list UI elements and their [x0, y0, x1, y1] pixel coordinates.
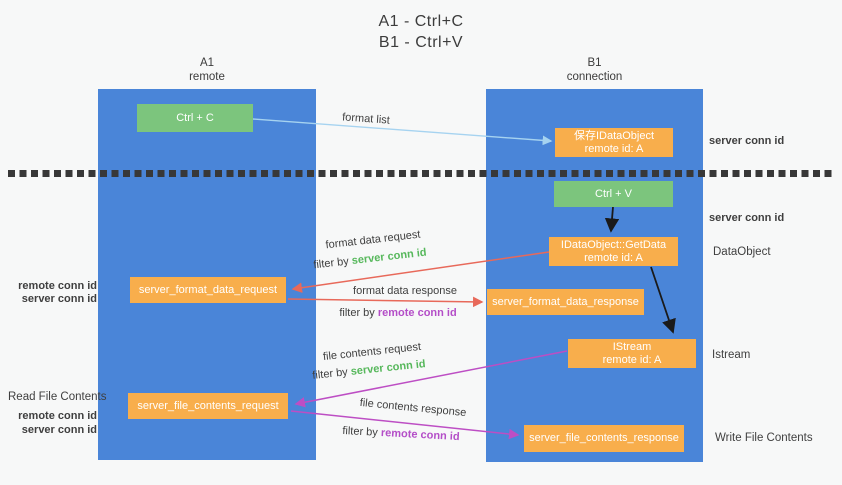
left-read-file-contents: Read File Contents: [8, 391, 107, 403]
left-remote-conn-id-1: remote conn id: [18, 280, 97, 292]
lane-a1-type: remote: [189, 71, 225, 83]
node-istream: IStream remote id: A: [568, 339, 696, 368]
server-file-contents-request-label: server_file_contents_request: [137, 399, 279, 412]
getdata-line2: remote id: A: [584, 251, 643, 264]
node-save-idataobject: 保存IDataObject remote id: A: [555, 128, 673, 157]
server-format-data-response-label: server_format_data_response: [492, 295, 639, 308]
session-separator-dotted-line: [8, 170, 832, 177]
save-idataobject-line1: 保存IDataObject: [573, 129, 655, 142]
node-server-format-data-request: server_format_data_request: [130, 277, 286, 303]
node-server-format-data-response: server_format_data_response: [487, 289, 644, 315]
lane-b1-type: connection: [566, 71, 623, 83]
left-server-conn-id-2: server conn id: [21, 424, 97, 436]
right-server-conn-id-2: server conn id: [709, 212, 785, 224]
ctrl-v-label: Ctrl + V: [595, 187, 632, 200]
lane-b1-header: B1 connection: [486, 56, 703, 84]
label-format-data-response: format data response: [353, 285, 457, 297]
right-istream: Istream: [712, 349, 751, 361]
filter-by-text: filter by: [311, 365, 352, 382]
right-write-file-contents: Write File Contents: [715, 432, 813, 444]
ctrl-c-label: Ctrl + C: [176, 111, 214, 124]
remote-conn-id-text: remote conn id: [380, 426, 460, 444]
remote-conn-id-text: remote conn id: [377, 307, 457, 319]
right-server-conn-id-1: server conn id: [709, 135, 785, 147]
left-server-conn-id-1: server conn id: [21, 293, 97, 305]
server-file-contents-response-label: server_file_contents_response: [529, 432, 679, 444]
server-conn-id-text: server conn id: [350, 358, 427, 378]
lane-a1-name: A1: [199, 57, 215, 69]
lane-b1-name: B1: [587, 57, 602, 69]
diagram-title-line2: B1 - Ctrl+V: [378, 34, 464, 51]
getdata-line1: IDataObject::GetData: [560, 238, 667, 251]
filter-by-text: filter by: [312, 255, 353, 272]
server-conn-id-text: server conn id: [351, 246, 428, 268]
istream-line2: remote id: A: [602, 353, 662, 366]
node-ctrl-v: Ctrl + V: [554, 181, 673, 207]
diagram-title-line1: A1 - Ctrl+C: [378, 13, 464, 30]
istream-line1: IStream: [612, 340, 652, 353]
right-dataobject: DataObject: [713, 246, 771, 258]
filter-by-text: filter by: [339, 307, 378, 319]
left-remote-conn-id-2: remote conn id: [18, 410, 97, 422]
label-filter-by-remote-conn-id-2: filter by remote conn id: [342, 425, 460, 443]
label-file-contents-response: file contents response: [359, 396, 467, 420]
node-ctrl-c: Ctrl + C: [137, 104, 253, 132]
save-idataobject-line2: remote id: A: [584, 142, 644, 155]
server-format-data-request-label: server_format_data_request: [138, 283, 278, 296]
label-filter-by-remote-conn-id-1: filter by remote conn id: [339, 307, 456, 319]
label-format-list: format list: [341, 111, 391, 127]
node-server-file-contents-response: server_file_contents_response: [524, 425, 684, 452]
node-server-file-contents-request: server_file_contents_request: [128, 393, 288, 419]
arrow-format-data-response: [287, 296, 484, 308]
lane-a1-header: A1 remote: [98, 56, 316, 84]
filter-by-text: filter by: [342, 424, 382, 439]
node-idataobject-getdata: IDataObject::GetData remote id: A: [549, 237, 678, 266]
